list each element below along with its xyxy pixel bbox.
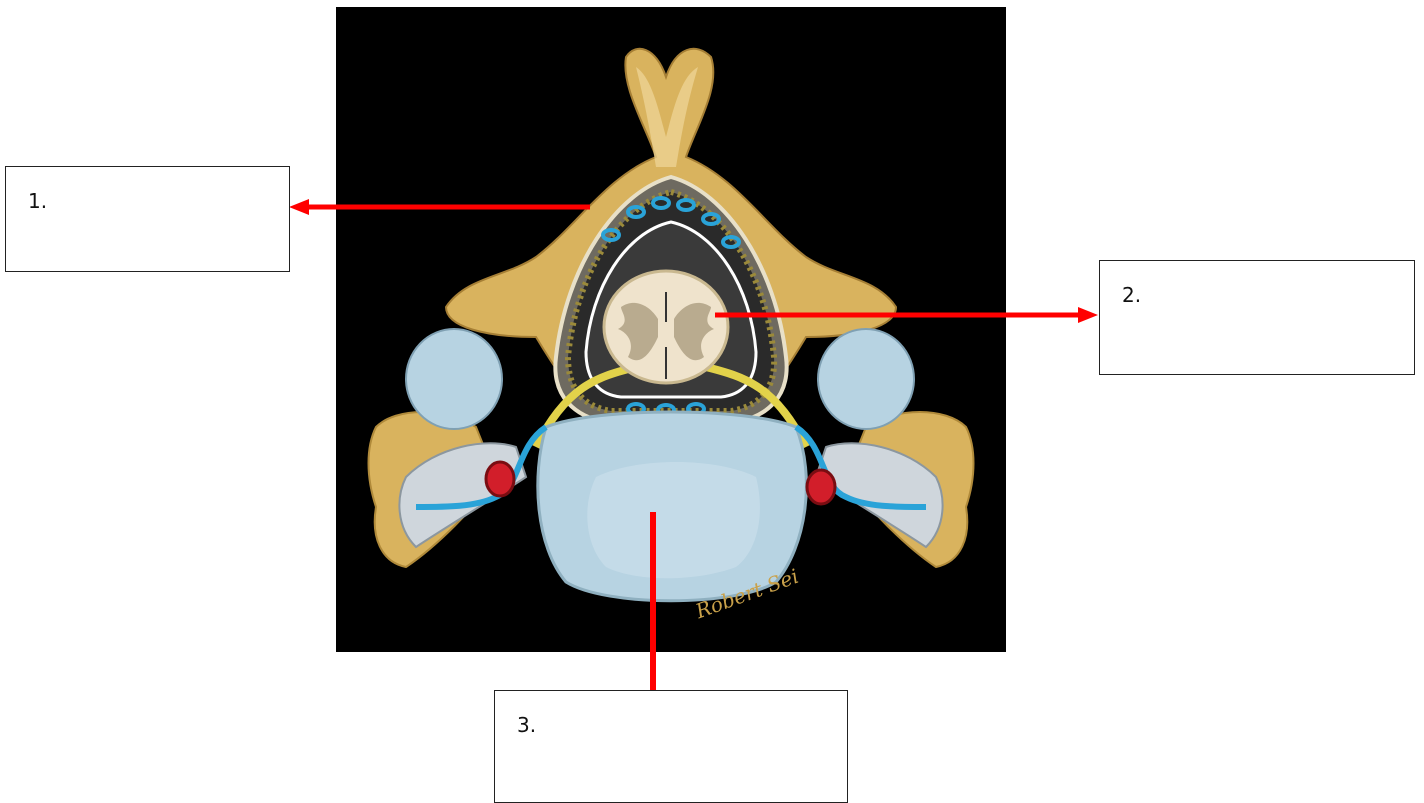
label-box-2[interactable]: 2. bbox=[1099, 260, 1415, 375]
label-3-number: 3. bbox=[517, 713, 536, 737]
label-1-number: 1. bbox=[28, 189, 47, 213]
label-box-1[interactable]: 1. bbox=[5, 166, 290, 272]
label-2-number: 2. bbox=[1122, 283, 1141, 307]
arrow-2-head bbox=[1078, 307, 1098, 323]
arrow-1-head bbox=[289, 199, 309, 215]
label-box-3[interactable]: 3. bbox=[494, 690, 848, 803]
